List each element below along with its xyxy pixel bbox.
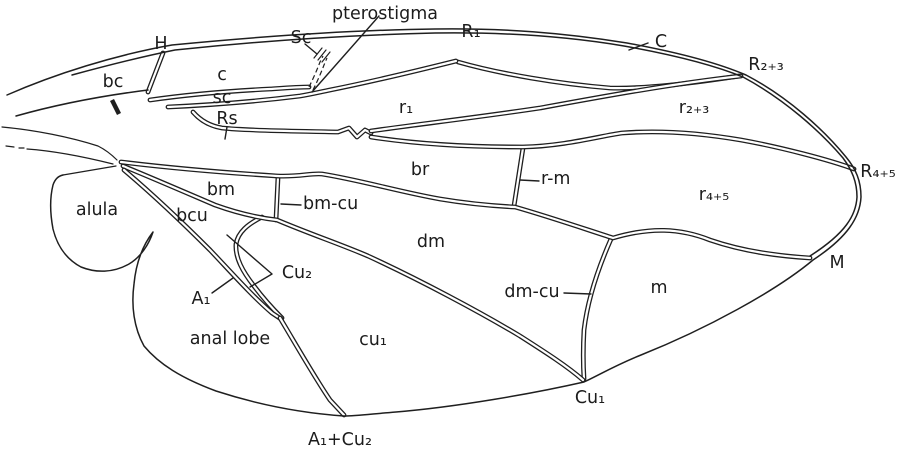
labels: pterostigma H Sc C R₁ R₂₊₃ R₄₊₅ Rs M Cu₁… [76,4,896,450]
r1-vein-core [166,59,458,109]
wing-outline [6,28,862,417]
wing-base-line-upper [1,126,118,161]
wing-outline-group [1,28,862,417]
label-a1-vein: A₁ [192,289,211,309]
label-cell-bc: bc [103,72,124,92]
label-cu2-vein: Cu₂ [282,263,312,283]
label-cell-c: c [217,65,227,85]
r1-costal-section [455,59,742,91]
r2-3-vein-core [369,74,743,133]
r-m-leader [519,179,540,182]
label-alula: alula [76,200,118,220]
rs-vein-core [191,110,373,139]
rs-tick [224,126,228,140]
label-cell-sc: sc [213,88,232,108]
a1-leader [211,277,234,294]
sc-leader [304,43,318,55]
bm-cu-crossvein-core [274,175,280,222]
label-h-crossvein: H [154,34,167,54]
costa-leader [628,42,649,51]
label-cell-bm: bm [207,180,235,200]
label-crossvein-dm-cu: dm-cu [504,282,559,302]
humeral-crossvein-core [146,51,165,94]
m-vein-core [119,160,812,260]
label-cell-dm: dm [417,232,445,252]
alula-top-edge [62,165,117,176]
cu2-vein-core [234,215,284,320]
sc-vein-core [148,85,311,102]
a1-cu2-vein-core [278,316,346,417]
label-costa-vein: C [655,32,667,52]
label-cell-r1: r₁ [399,98,413,118]
label-cell-cu1: cu₁ [359,330,387,350]
label-r4-5-vein: R₄₊₅ [860,162,895,182]
sc-tip-hatch-marks [313,47,331,63]
label-cu1-vein: Cu₁ [575,388,605,408]
cu-cu1-vein-core [121,164,585,382]
costa-inner-line [71,32,858,257]
wing-base-line-lower [26,148,114,165]
basal-costal-break [109,98,122,116]
label-cell-br: br [411,160,430,180]
label-cell-r4-5: r₄₊₅ [699,185,729,205]
a1-vein-core [122,168,283,321]
r4-5-vein [368,129,857,172]
sc-dashed-tip-1 [308,55,324,88]
cu2-bracket [226,234,273,288]
r-m-crossvein-core [512,146,525,208]
pterostigma-leader [311,15,380,93]
sc-dashed-tip-2 [312,57,328,91]
dm-cu-crossvein-core [582,237,613,381]
label-r1-vein: R₁ [461,22,480,42]
label-m-vein: M [829,253,844,273]
label-r2-3-vein: R₂₊₃ [748,55,783,75]
label-cell-m: m [650,278,667,298]
leader-lines [211,15,649,295]
label-rs-vein: Rs [216,109,237,129]
label-cell-r2-3: r₂₊₃ [679,98,709,118]
long-veins [118,58,857,418]
label-a1-cu2-vein: A₁+Cu₂ [308,430,372,450]
label-crossvein-r-m: r-m [541,169,570,189]
bm-cu-leader [280,203,302,206]
dm-cu-leader [563,292,592,295]
r4-5-vein-core [369,130,856,171]
label-pterostigma: pterostigma [332,4,438,24]
wing-base-sketch-dashes [5,145,25,149]
label-sc-vein: Sc [291,28,312,48]
label-anal-lobe: anal lobe [190,329,270,349]
bc-cell-lower-edge [15,89,149,117]
label-cell-bcu: bcu [176,206,208,226]
label-crossvein-bm-cu: bm-cu [303,194,358,214]
